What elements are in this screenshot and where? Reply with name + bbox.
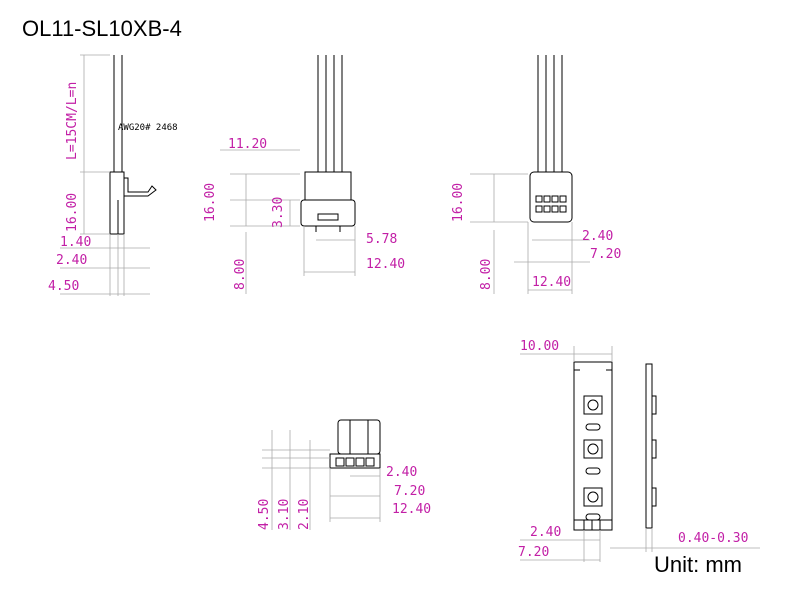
front-dim-4: 8.00: [233, 259, 248, 290]
side-dim-height: 16.00: [65, 193, 80, 232]
bottom-dim-3: 2.10: [297, 499, 312, 530]
front-view: [220, 55, 356, 294]
bottom-dim-2: 3.10: [277, 499, 292, 530]
bottom-dim-4: 2.40: [386, 465, 417, 480]
bottom-view: [262, 419, 381, 530]
back-dim-4: 7.20: [590, 247, 621, 262]
bottom-dim-1: 4.50: [257, 499, 272, 530]
front-dim-2: 16.00: [203, 183, 218, 222]
strip-dim-3: 7.20: [518, 545, 549, 560]
front-dim-1: 11.20: [228, 137, 267, 152]
back-dim-2: 8.00: [479, 259, 494, 290]
wire-gauge-note: AWG20# 2468: [118, 123, 178, 133]
strip-dim-1: 10.00: [520, 339, 559, 354]
side-dim-3: 4.50: [48, 279, 79, 294]
strip-dim-4: 0.40-0.30: [678, 531, 748, 546]
side-view: [60, 54, 157, 296]
back-view: [470, 55, 590, 294]
led-strip-view: [520, 346, 760, 562]
bottom-dim-6: 12.40: [392, 502, 431, 517]
front-dim-3: 3.30: [271, 197, 286, 228]
back-dim-3: 2.40: [582, 229, 613, 244]
front-dim-6: 12.40: [366, 257, 405, 272]
back-dim-5: 12.40: [532, 275, 571, 290]
strip-dim-2: 2.40: [530, 525, 561, 540]
side-length-label: L=15CM/L=n: [65, 82, 80, 160]
bottom-dim-5: 7.20: [394, 484, 425, 499]
unit-label: Unit: mm: [654, 552, 742, 577]
front-dim-5: 5.78: [366, 232, 397, 247]
back-dim-1: 16.00: [451, 183, 466, 222]
side-dim-1: 1.40: [60, 235, 91, 250]
drawing-title: OL11-SL10XB-4: [22, 16, 182, 41]
side-dim-2: 2.40: [56, 253, 87, 268]
